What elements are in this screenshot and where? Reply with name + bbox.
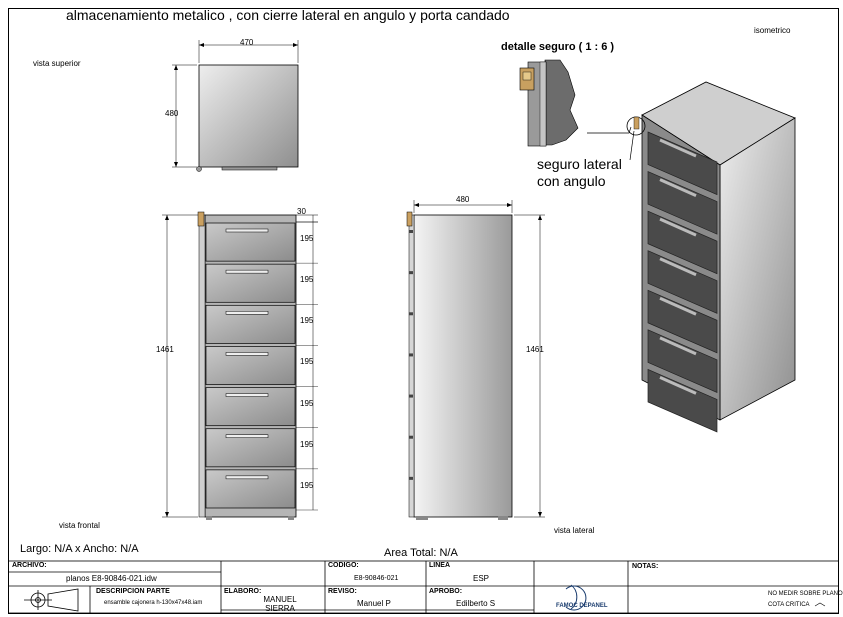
front-drawer <box>205 387 296 427</box>
front-height-dim: 1461 <box>156 345 174 354</box>
side-height-dim: 1461 <box>526 345 544 354</box>
iso-drawer-handle <box>659 178 697 197</box>
iso-drawer <box>647 368 718 433</box>
iso-drawer <box>647 131 718 196</box>
linea-value: ESP <box>473 574 490 583</box>
iso-drawers <box>647 131 718 433</box>
top-view <box>172 40 299 172</box>
detail-label: detalle seguro ( 1 : 6 ) <box>501 41 615 53</box>
front-drawer <box>205 346 296 385</box>
drawer-dim-ticks <box>296 221 318 511</box>
front-drawer <box>205 222 296 262</box>
drawer-handle <box>225 393 269 397</box>
title-block-grid <box>8 560 839 614</box>
side-rail-tick <box>409 271 413 275</box>
iso-drawer <box>647 171 718 235</box>
codigo-value: E8-90846-021 <box>354 575 399 582</box>
size-note: Largo: N/A x Ancho: N/A <box>20 543 139 555</box>
top-view-panel <box>198 64 299 168</box>
side-view-label: vista lateral <box>554 526 595 535</box>
drawer-height-dim: 195 <box>300 480 314 490</box>
iso-drawer <box>647 289 718 354</box>
front-drawer <box>205 428 296 468</box>
side-rail-tick <box>409 312 413 316</box>
drawer-handle <box>225 475 269 480</box>
padlock-holder <box>197 211 205 227</box>
area-note: Area Total: N/A <box>384 547 458 559</box>
sheet-border <box>8 8 839 614</box>
note-no-medir: NO MEDIR SOBRE PLANO <box>768 591 843 597</box>
iso-drawer-handle <box>659 257 697 277</box>
drawer-height-dim: 195 <box>300 275 314 285</box>
side-rail-tick <box>409 476 413 480</box>
reviso-label: REVISO: <box>328 588 357 595</box>
isometric-view <box>587 81 796 433</box>
archivo-label: ARCHIVO: <box>12 562 47 569</box>
note-cota-critica: COTA CRITICA <box>768 602 810 608</box>
side-depth-dim: 480 <box>456 195 470 204</box>
descripcion-value: ensamble cajonera h-130x47x48.iam <box>104 600 203 606</box>
drawer-handle <box>225 311 269 315</box>
iso-drawer <box>647 329 718 393</box>
iso-drawer <box>647 250 718 314</box>
front-drawer <box>205 263 296 303</box>
callout-line-1: seguro lateral <box>537 156 622 172</box>
side-rail-ticks <box>409 230 413 480</box>
drawer-height-dim: 195 <box>300 439 314 449</box>
company-name: FAMOC DEPANEL <box>556 603 608 609</box>
aprobo-value: Edilberto S <box>456 599 496 608</box>
aprobo-label: APROBO: <box>429 588 463 595</box>
iso-drawer-handle <box>659 138 697 158</box>
front-drawer <box>205 469 296 509</box>
drawer-handle <box>225 434 269 438</box>
codigo-label: CODIGO: <box>328 562 359 569</box>
side-rail-tick <box>409 353 413 357</box>
drawer-height-dim: 195 <box>300 398 314 408</box>
drawer-height-dim: 195 <box>300 357 314 367</box>
side-view-body <box>413 214 513 518</box>
drawer-handle <box>225 269 269 274</box>
top-width-dim: 470 <box>240 38 254 47</box>
top-view-label: vista superior <box>33 59 81 68</box>
drawer-handle <box>225 228 269 233</box>
archivo-value: planos E8-90846-021.idw <box>66 574 157 583</box>
top-depth-dim: 480 <box>165 109 179 118</box>
side-rail-tick <box>409 230 413 233</box>
drawer-height-dim: 195 <box>300 234 314 243</box>
front-view-label: vista frontal <box>59 521 100 530</box>
iso-view-label: isometrico <box>754 26 791 35</box>
front-drawers <box>205 222 296 509</box>
reviso-value: Manuel P <box>357 599 391 608</box>
iso-drawer <box>647 210 718 275</box>
elaboro-value: MANUEL SIERRA <box>263 595 297 613</box>
front-drawer <box>205 304 296 344</box>
side-rail-tick <box>409 394 413 398</box>
callout-line-2: con angulo <box>537 173 606 189</box>
drawer-height-dim: 195 <box>300 316 314 326</box>
iso-drawer-handle <box>659 296 697 316</box>
front-view <box>162 211 318 520</box>
detail-view <box>519 59 579 147</box>
iso-drawer-handle <box>659 336 697 356</box>
side-view <box>406 200 545 520</box>
drawing-title: almacenamiento metalico , con cierre lat… <box>66 7 510 23</box>
critical-dimension-symbol <box>814 602 826 607</box>
notas-label: NOTAS: <box>632 563 659 570</box>
drawer-handle <box>225 352 269 356</box>
iso-drawer-handle <box>659 217 697 237</box>
company-logo <box>565 584 587 611</box>
front-small-dim: 30 <box>297 207 306 216</box>
linea-label: LINEA <box>429 562 450 569</box>
side-rail-tick <box>409 435 413 439</box>
elaboro-label: ELABORO: <box>224 588 262 595</box>
descripcion-label: DESCRIPCION PARTE <box>96 588 170 595</box>
projection-symbol <box>24 588 79 612</box>
iso-drawer-handle <box>659 376 697 395</box>
